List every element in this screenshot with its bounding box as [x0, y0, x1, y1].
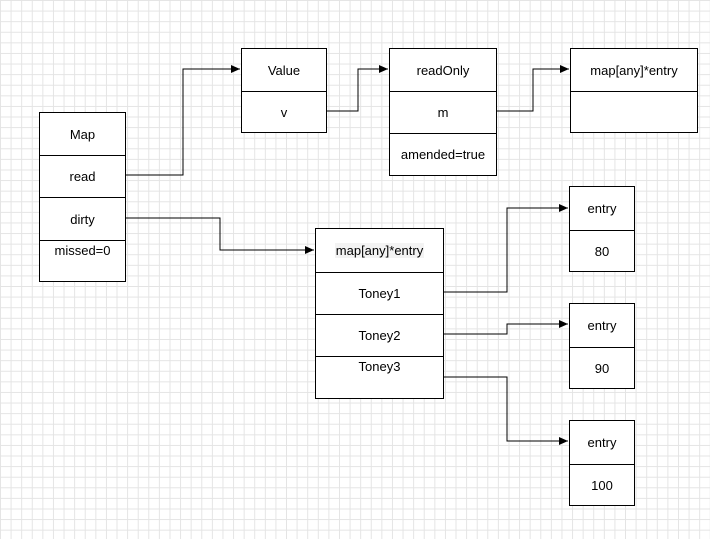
readonly-m-field: m: [390, 91, 496, 133]
entry-value: 90: [570, 347, 634, 388]
entry-title: entry: [587, 318, 617, 333]
entry-title: entry: [587, 201, 617, 216]
edge-toney1-to-entry-80: [443, 204, 568, 293]
edge-toney2-to-entry-90: [443, 320, 568, 335]
edge-read-to-value: [125, 65, 240, 176]
read-map-body: [571, 91, 697, 132]
entry-node-80[interactable]: entry 80: [569, 186, 635, 272]
map-title: Map: [69, 126, 96, 142]
read-map-node[interactable]: map[any]*entry: [570, 48, 698, 133]
entry-node-100[interactable]: entry 100: [569, 420, 635, 506]
dirty-map-key-toney3: Toney3: [316, 356, 443, 398]
edge-dirty-to-dirtymap: [125, 217, 314, 254]
edge-v-to-readonly: [326, 65, 388, 112]
map-missed-field: missed=0: [40, 240, 125, 281]
dirty-map-title: map[any]*entry: [316, 229, 443, 272]
value-title: Value: [267, 62, 301, 78]
map-struct-node[interactable]: Map read dirty missed=0: [39, 112, 126, 282]
readonly-amended-field: amended=true: [390, 133, 496, 175]
value-v-field: v: [242, 91, 326, 132]
map-read-field: read: [40, 155, 125, 197]
dirty-map-key-toney2: Toney2: [316, 314, 443, 356]
entry-value: 80: [570, 230, 634, 271]
map-dirty-field: dirty: [40, 197, 125, 240]
readonly-node[interactable]: readOnly m amended=true: [389, 48, 497, 176]
readonly-title: readOnly: [416, 62, 470, 78]
value-node[interactable]: Value v: [241, 48, 327, 133]
edge-toney3-to-entry-100: [443, 376, 568, 445]
dirty-map-key-toney1: Toney1: [316, 272, 443, 314]
entry-title: entry: [587, 435, 617, 450]
entry-node-90[interactable]: entry 90: [569, 303, 635, 389]
read-map-title: map[any]*entry: [590, 62, 678, 78]
entry-value: 100: [570, 464, 634, 505]
dirty-map-title-text: map[any]*entry: [334, 243, 425, 258]
dirty-map-node[interactable]: map[any]*entry Toney1 Toney2 Toney3: [315, 228, 444, 399]
edge-m-to-readmap: [496, 65, 569, 112]
